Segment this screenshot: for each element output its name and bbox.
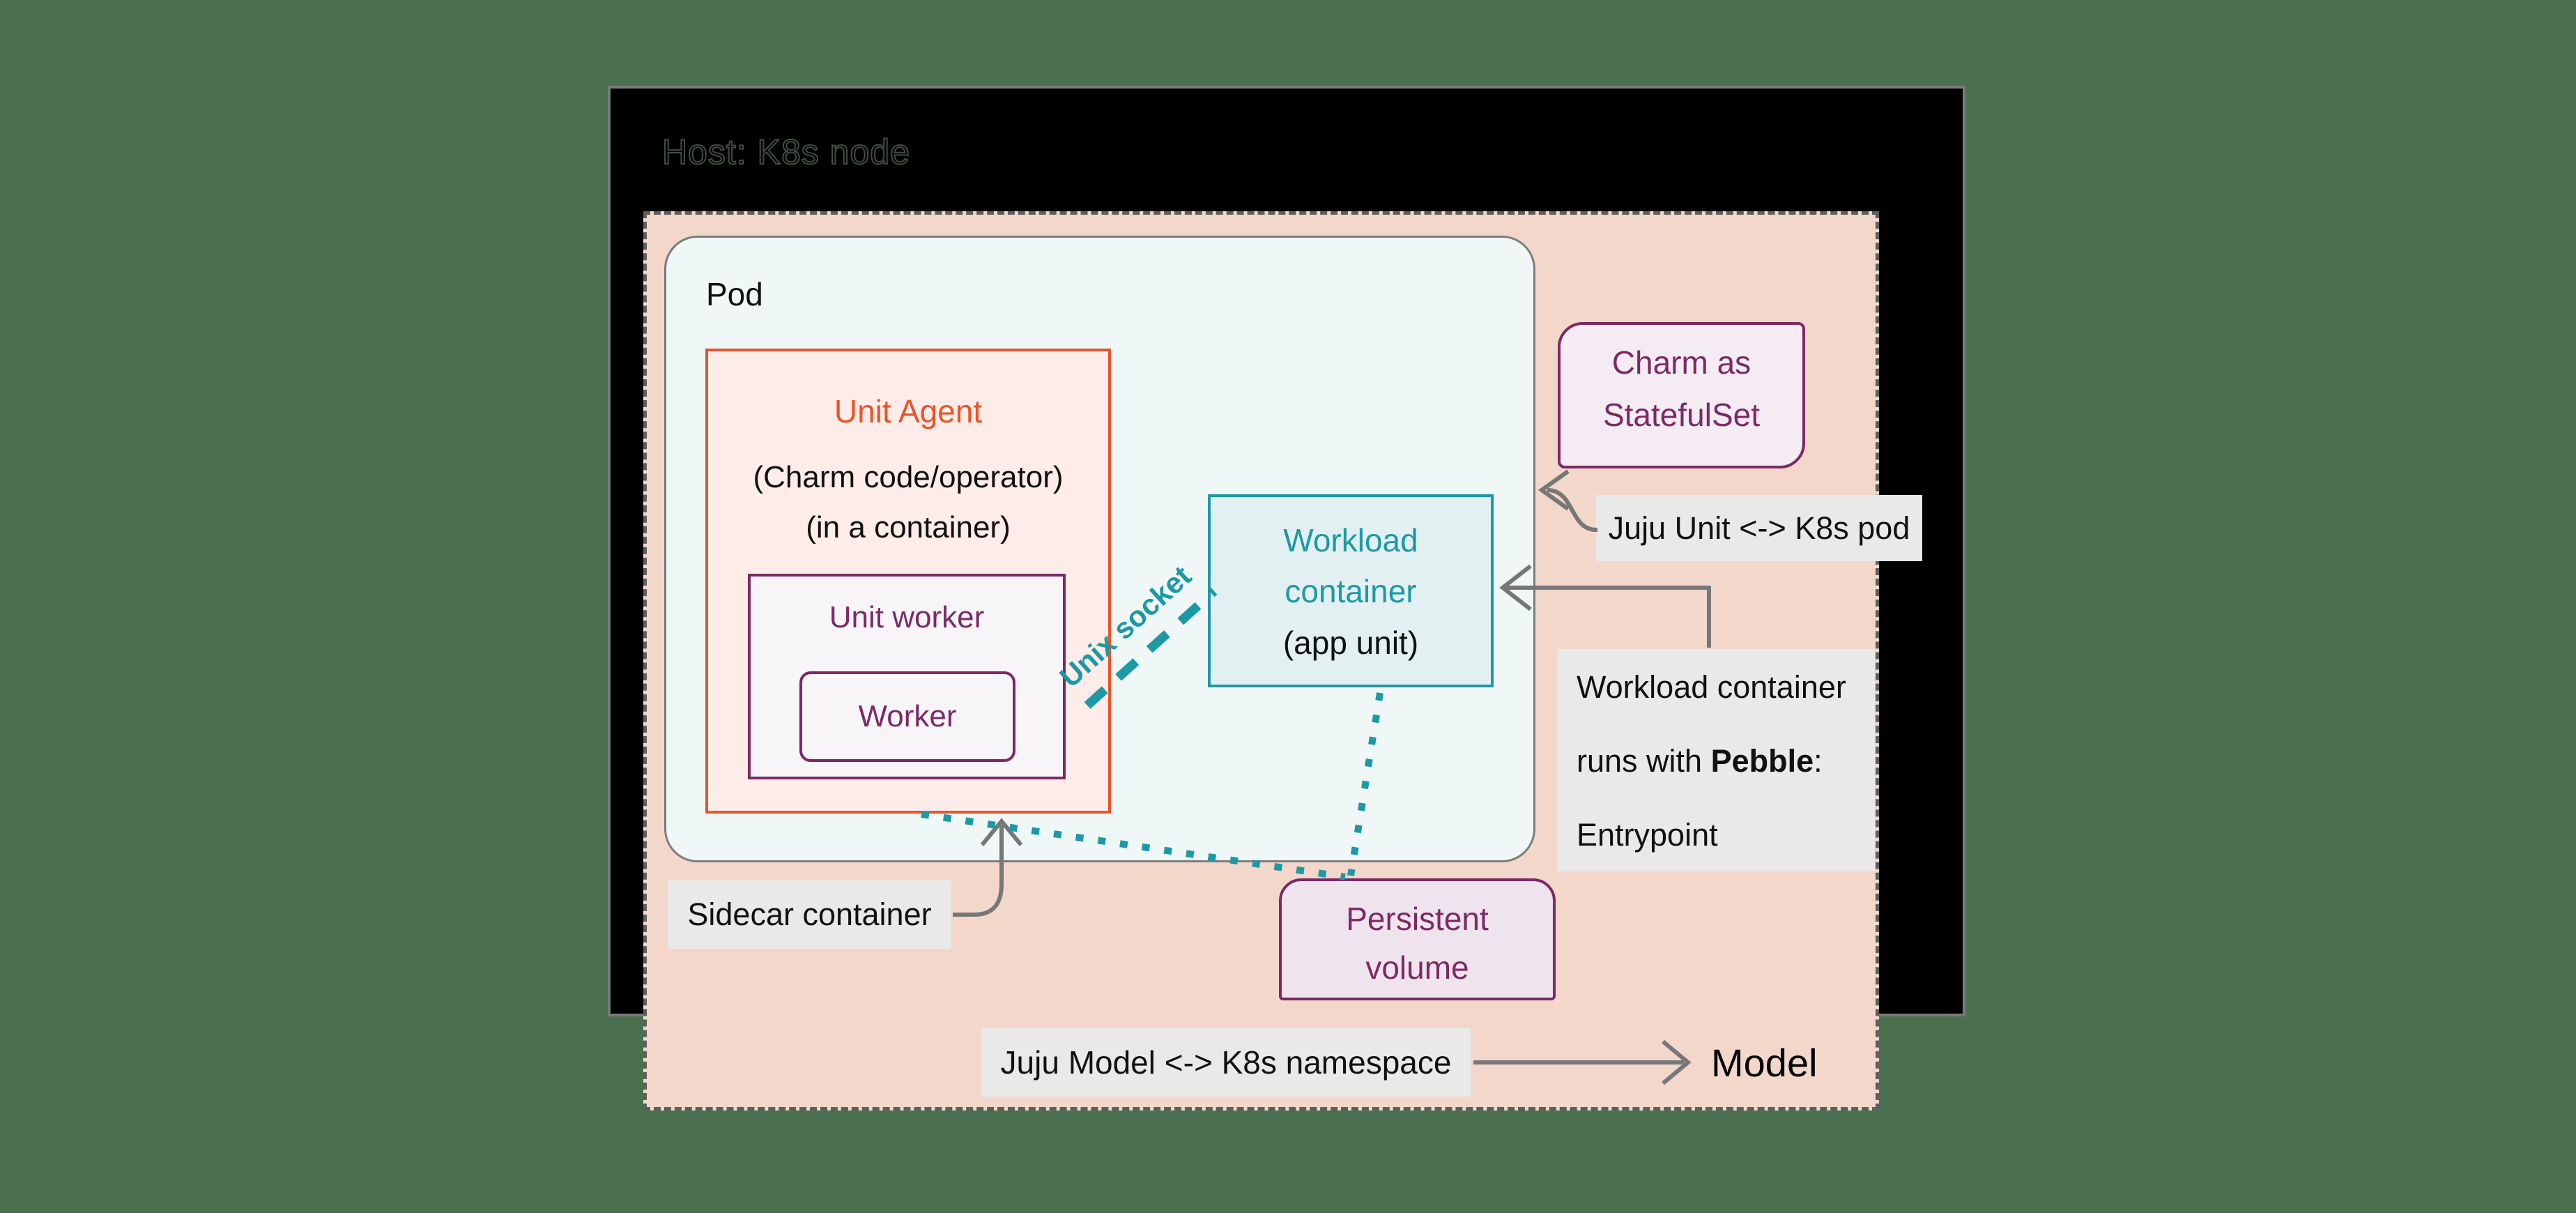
juju-unit-k8s-pod-text: Juju Unit <-> K8s pod (1608, 510, 1910, 546)
juju-unit-k8s-pod-label: Juju Unit <-> K8s pod (1596, 495, 1922, 561)
persistent-volume-line2: volume (1365, 949, 1469, 986)
pod-label: Pod (706, 276, 763, 312)
persistent-volume-box (1279, 878, 1556, 1000)
workload-line2: container (1285, 573, 1417, 609)
host-title: Host: K8s node (661, 132, 910, 172)
charm-statefulset-box (1558, 322, 1805, 468)
workload-line1: Workload (1283, 522, 1418, 558)
worker-box: Worker (799, 671, 1015, 762)
unit-agent-subtitle-1: (Charm code/operator) (753, 460, 1064, 494)
pebble-line2: runs with Pebble: (1577, 743, 1823, 779)
pebble-line1: Workload container (1577, 669, 1846, 705)
unit-worker-title: Unit worker (829, 600, 985, 634)
model-text: Model (1711, 1041, 1818, 1085)
sidecar-container-text: Sidecar container (687, 897, 932, 932)
workload-container-box (1208, 494, 1494, 687)
juju-model-k8s-namespace-label: Juju Model <-> K8s namespace (981, 1028, 1471, 1097)
unit-agent-subtitle-2: (in a container) (806, 510, 1011, 544)
sidecar-container-label: Sidecar container (668, 880, 951, 949)
charm-statefulset-line2: StatefulSet (1602, 397, 1761, 433)
persistent-volume-line1: Persistent (1346, 901, 1489, 937)
pebble-line3: Entrypoint (1577, 817, 1718, 853)
pebble-bold: Pebble (1710, 743, 1814, 779)
worker-title: Worker (858, 699, 957, 733)
pebble-entrypoint-label: Workload container runs with Pebble: Ent… (1557, 649, 1875, 871)
unit-agent-title: Unit Agent (834, 393, 983, 429)
workload-line3: (app unit) (1282, 625, 1419, 661)
charm-statefulset-line1: Charm as (1611, 344, 1751, 381)
juju-model-k8s-namespace-text: Juju Model <-> K8s namespace (1000, 1044, 1452, 1081)
